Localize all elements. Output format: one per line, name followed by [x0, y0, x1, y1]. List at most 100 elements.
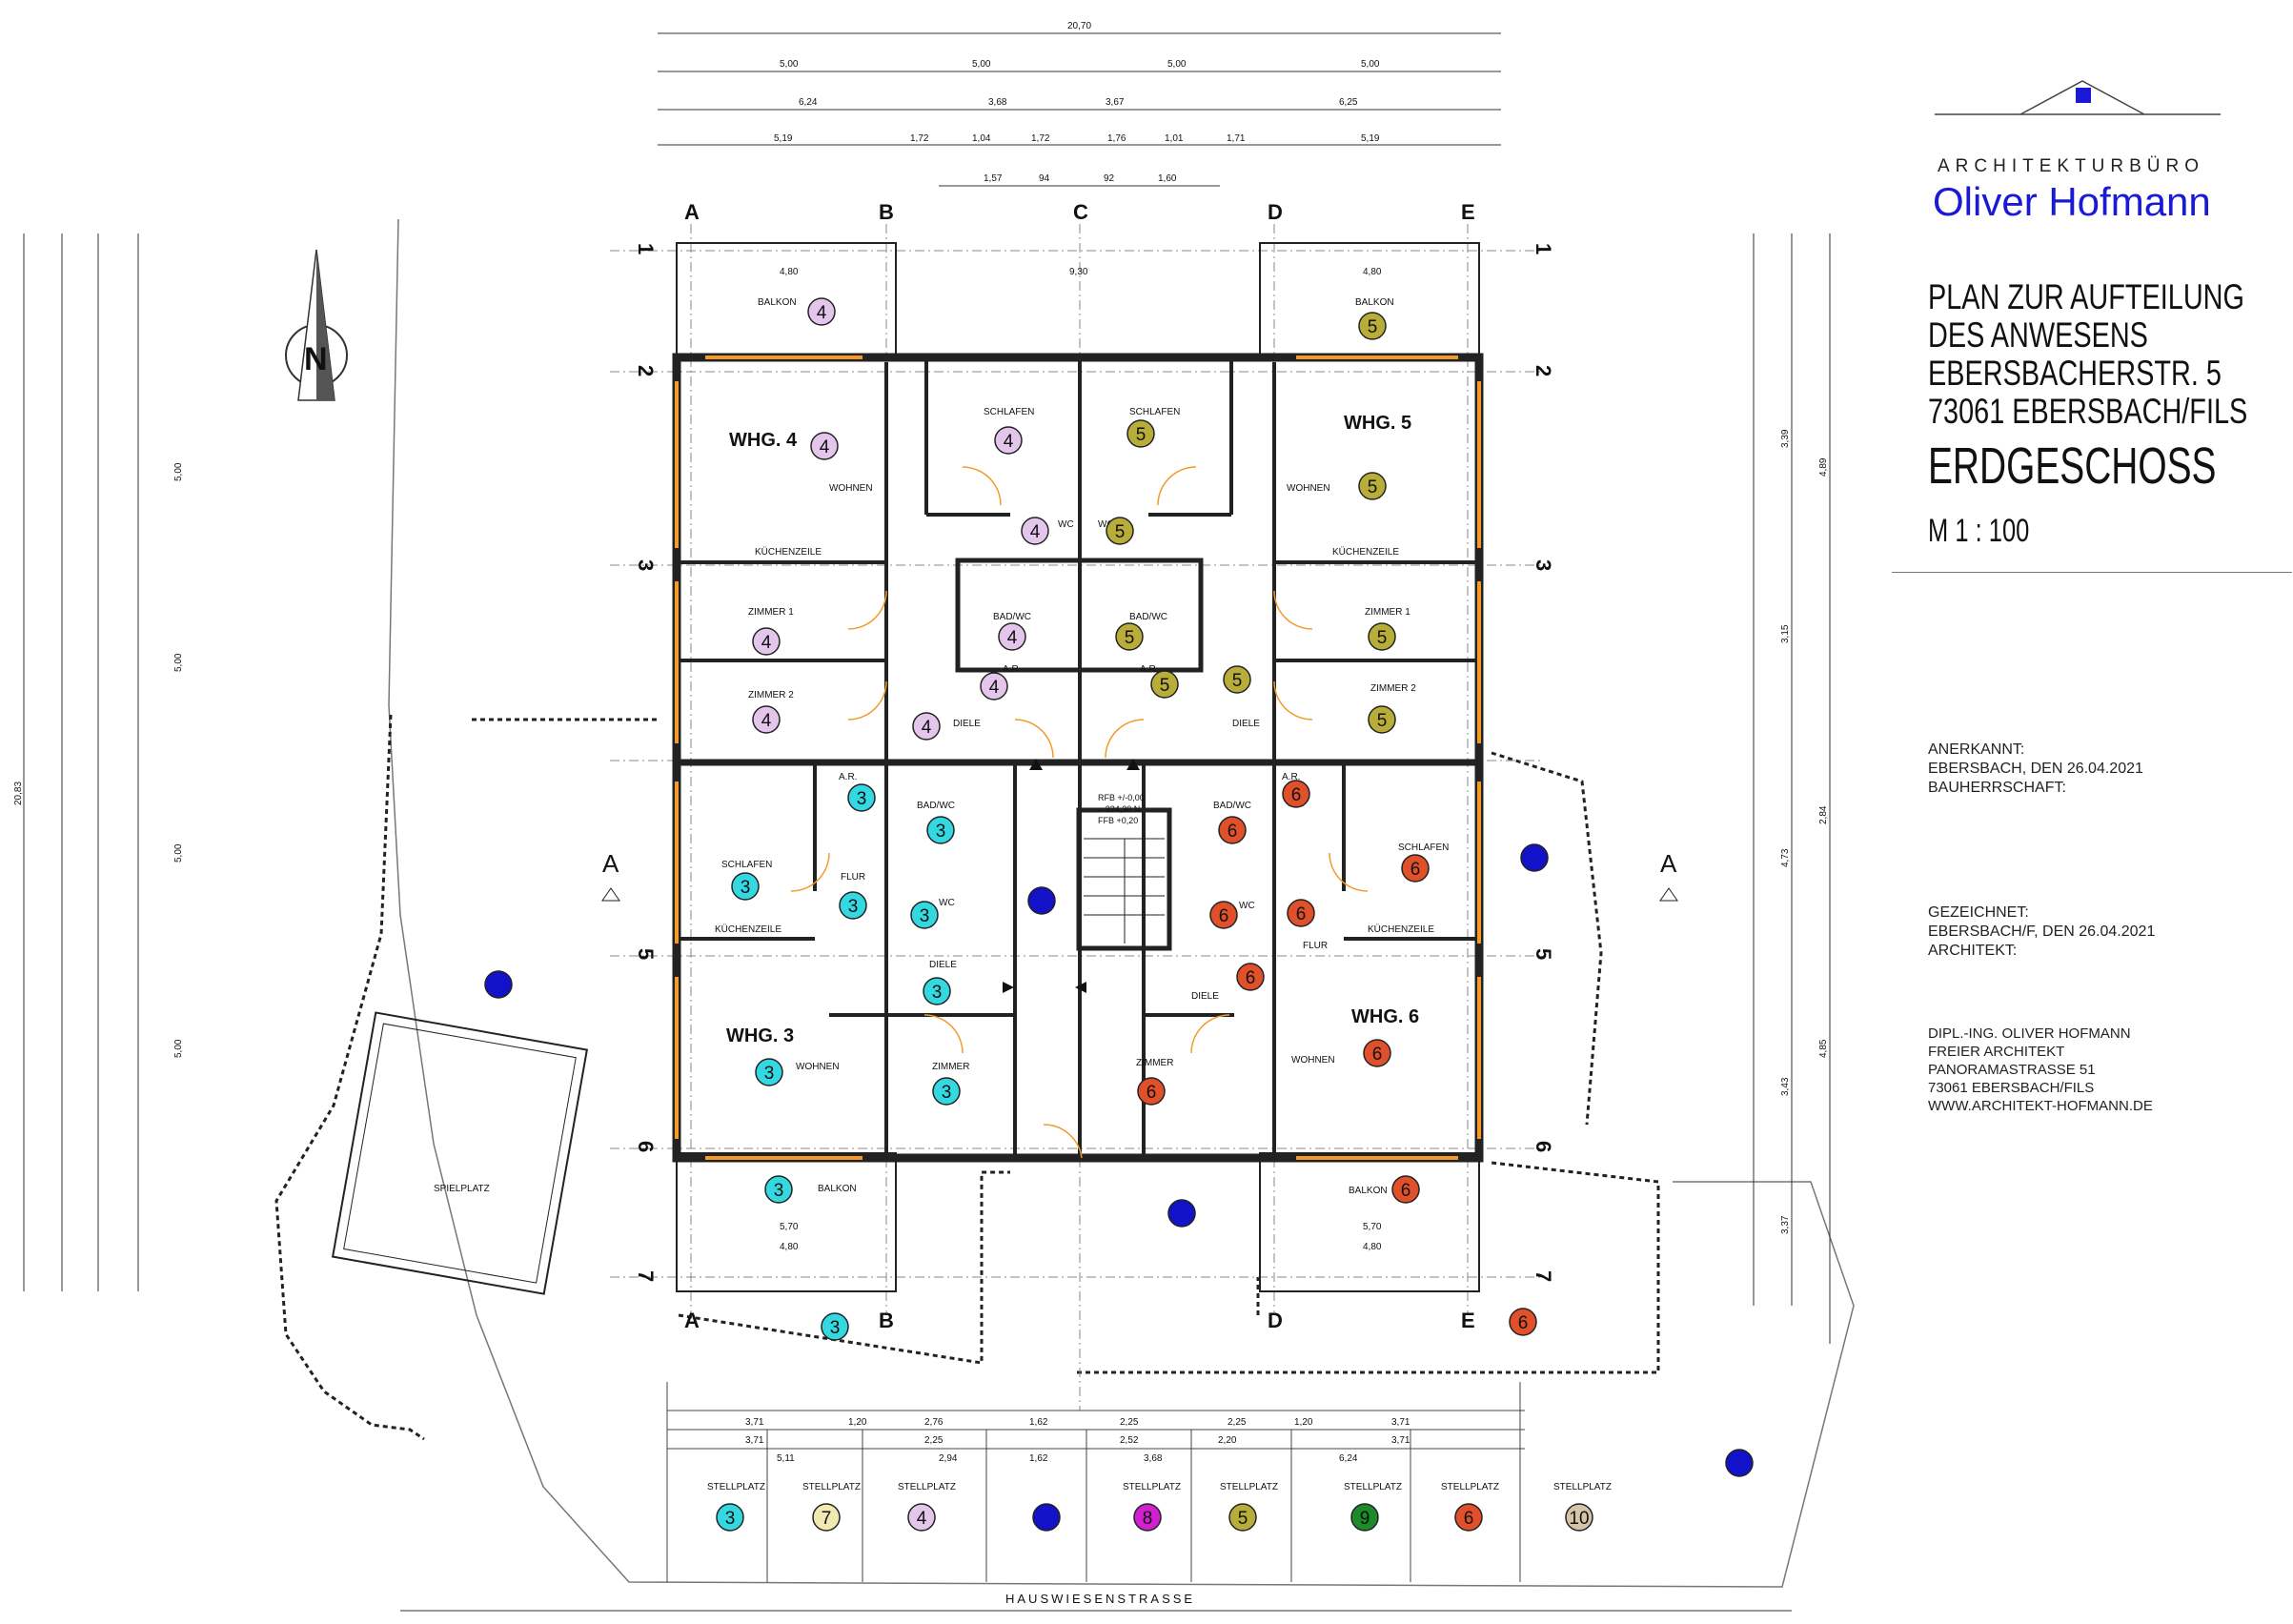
- svg-text:4,73: 4,73: [1780, 848, 1791, 867]
- unit-marker-label: 6: [1372, 1045, 1383, 1065]
- unit-marker-label: 9: [1360, 1509, 1370, 1529]
- unit-marker-label: 5: [1115, 522, 1126, 542]
- svg-text:5,70: 5,70: [1363, 1222, 1382, 1232]
- dim-top-row4: 5,19 1,72 1,04 1,72 1,76 1,01 1,71 5,19: [774, 133, 1380, 144]
- svg-text:C: C: [1073, 200, 1088, 224]
- unit-marker-6: [1454, 1503, 1483, 1532]
- svg-text:9,30: 9,30: [1069, 267, 1088, 277]
- svg-text:5,00: 5,00: [173, 653, 184, 672]
- svg-text:2,52: 2,52: [1120, 1435, 1139, 1446]
- dim-left-total: 20,83: [13, 782, 24, 805]
- svg-text:2,25: 2,25: [1228, 1417, 1247, 1428]
- unit-marker-label: 6: [1219, 906, 1229, 926]
- dim-bottom-row1: 3,71 1,20 2,76 1,62 2,25 2,25 1,20 3,71: [745, 1417, 1410, 1428]
- svg-text:1,60: 1,60: [1158, 173, 1177, 184]
- unit-marker-label: 6: [1401, 1181, 1411, 1201]
- unit-marker-G: [1027, 886, 1056, 915]
- svg-text:1,76: 1,76: [1107, 133, 1126, 144]
- svg-text:2: 2: [634, 365, 658, 376]
- unit-marker-label: 4: [922, 718, 932, 738]
- unit-marker-label: 3: [741, 878, 751, 898]
- unit-marker-7: [812, 1503, 841, 1532]
- svg-text:B: B: [879, 1309, 894, 1332]
- unit-marker-6: [1282, 780, 1310, 808]
- unit-marker-3: [926, 816, 955, 844]
- room-flur-6: FLUR: [1303, 941, 1328, 951]
- hedges: [274, 714, 1660, 1441]
- room-wohnen-6: WOHNEN: [1291, 1055, 1335, 1066]
- unit-marker-label: 5: [1160, 676, 1170, 696]
- top-dimensions: [658, 32, 1501, 187]
- svg-text:1,20: 1,20: [848, 1417, 867, 1428]
- dim-bottom-row2: 3,71 2,25 2,52 2,20 3,71: [745, 1435, 1410, 1446]
- room-whg5: WHG. 5: [1344, 413, 1411, 434]
- dim-top-row5: 1,57 94 92 1,60: [984, 173, 1177, 184]
- svg-text:5,00: 5,00: [972, 59, 991, 70]
- unit-marker-6: [1218, 816, 1247, 844]
- room-zimmer1-4: ZIMMER 1: [748, 607, 794, 618]
- unit-marker-label: 4: [989, 678, 1000, 698]
- svg-text:STELLPLATZ: STELLPLATZ: [802, 1482, 861, 1492]
- room-wohnen-5: WOHNEN: [1287, 483, 1330, 494]
- svg-text:STELLPLATZ: STELLPLATZ: [1123, 1482, 1181, 1492]
- unit-marker-label: 6: [1464, 1509, 1474, 1529]
- unit-marker-4: [980, 672, 1008, 700]
- room-zimmer-6: ZIMMER: [1136, 1058, 1173, 1068]
- spielplatz-label: SPIELPLATZ: [434, 1184, 490, 1194]
- room-wc-6: WC: [1239, 901, 1255, 911]
- svg-text:5,00: 5,00: [173, 843, 184, 863]
- unit-marker-label: 4: [761, 633, 772, 653]
- svg-text:1,01: 1,01: [1165, 133, 1184, 144]
- room-ar-5: A.R.: [1140, 664, 1158, 675]
- unit-marker-G: [1520, 843, 1549, 872]
- svg-text:B: B: [879, 200, 894, 224]
- unit-marker-3: [923, 977, 951, 1005]
- svg-text:1,57: 1,57: [984, 173, 1003, 184]
- svg-text:FFB +0,20: FFB +0,20: [1098, 816, 1138, 825]
- svg-text:1: 1: [1532, 243, 1555, 254]
- unit-marker-4: [994, 426, 1023, 455]
- unit-marker-label: 5: [1232, 671, 1243, 691]
- parking-area: [666, 1382, 1525, 1582]
- svg-text:5,70: 5,70: [780, 1222, 799, 1232]
- unit-marker-6: [1287, 899, 1315, 927]
- svg-text:4,89: 4,89: [1818, 457, 1829, 477]
- svg-text:5,00: 5,00: [1361, 59, 1380, 70]
- unit-marker-label: 6: [1228, 822, 1238, 842]
- unit-marker-3: [932, 1077, 961, 1106]
- room-balkon-6: BALKON: [1349, 1186, 1388, 1196]
- room-schlafen-4: SCHLAFEN: [984, 407, 1034, 417]
- unit-marker-3: [716, 1503, 744, 1532]
- unit-marker-6: [1401, 854, 1430, 883]
- svg-text:1,62: 1,62: [1029, 1453, 1048, 1464]
- unit-marker-G: [484, 970, 513, 999]
- firm-subtitle: ARCHITEKTURBÜRO: [1938, 156, 2205, 176]
- svg-text:1,62: 1,62: [1029, 1417, 1048, 1428]
- unit-marker-4: [912, 712, 941, 741]
- side-dimensions: [23, 233, 1831, 1344]
- unit-marker-9: [1350, 1503, 1379, 1532]
- svg-text:3,37: 3,37: [1780, 1215, 1791, 1234]
- unit-marker-label: 4: [817, 303, 827, 323]
- room-whg4: WHG. 4: [729, 430, 798, 451]
- svg-text:92: 92: [1104, 173, 1115, 184]
- parking-labels: STELLPLATZ STELLPLATZ STELLPLATZ STELLPL…: [707, 1482, 1612, 1492]
- architect-address: DIPL.-ING. OLIVER HOFMANN FREIER ARCHITE…: [1928, 1025, 2153, 1114]
- unit-marker-3: [755, 1058, 783, 1086]
- unit-marker-label: 3: [830, 1318, 841, 1338]
- unit-marker-6: [1236, 963, 1265, 991]
- room-labels: BALKON BALKON SCHLAFEN SCHLAFEN WHG. 4 W…: [715, 297, 1449, 1196]
- north-label: N: [304, 341, 328, 377]
- dim-top-row3: 6,24 3,68 3,67 6,25: [799, 97, 1358, 108]
- room-bad-5: BAD/WC: [1129, 612, 1167, 622]
- unit-marker-G: [1167, 1199, 1196, 1228]
- room-zimmer1-5: ZIMMER 1: [1365, 607, 1410, 618]
- unit-marker-label: 10: [1569, 1509, 1589, 1529]
- unit-marker-6: [1509, 1308, 1537, 1336]
- stair-note: RFB +/-0,00 = 324,30 N FFB +0,20: [1098, 793, 1145, 825]
- svg-text:2,94: 2,94: [939, 1453, 958, 1464]
- room-balkon-4: BALKON: [758, 297, 797, 308]
- svg-text:STELLPLATZ: STELLPLATZ: [707, 1482, 765, 1492]
- unit-marker-label: 3: [725, 1509, 736, 1529]
- room-wc-3: WC: [939, 898, 955, 908]
